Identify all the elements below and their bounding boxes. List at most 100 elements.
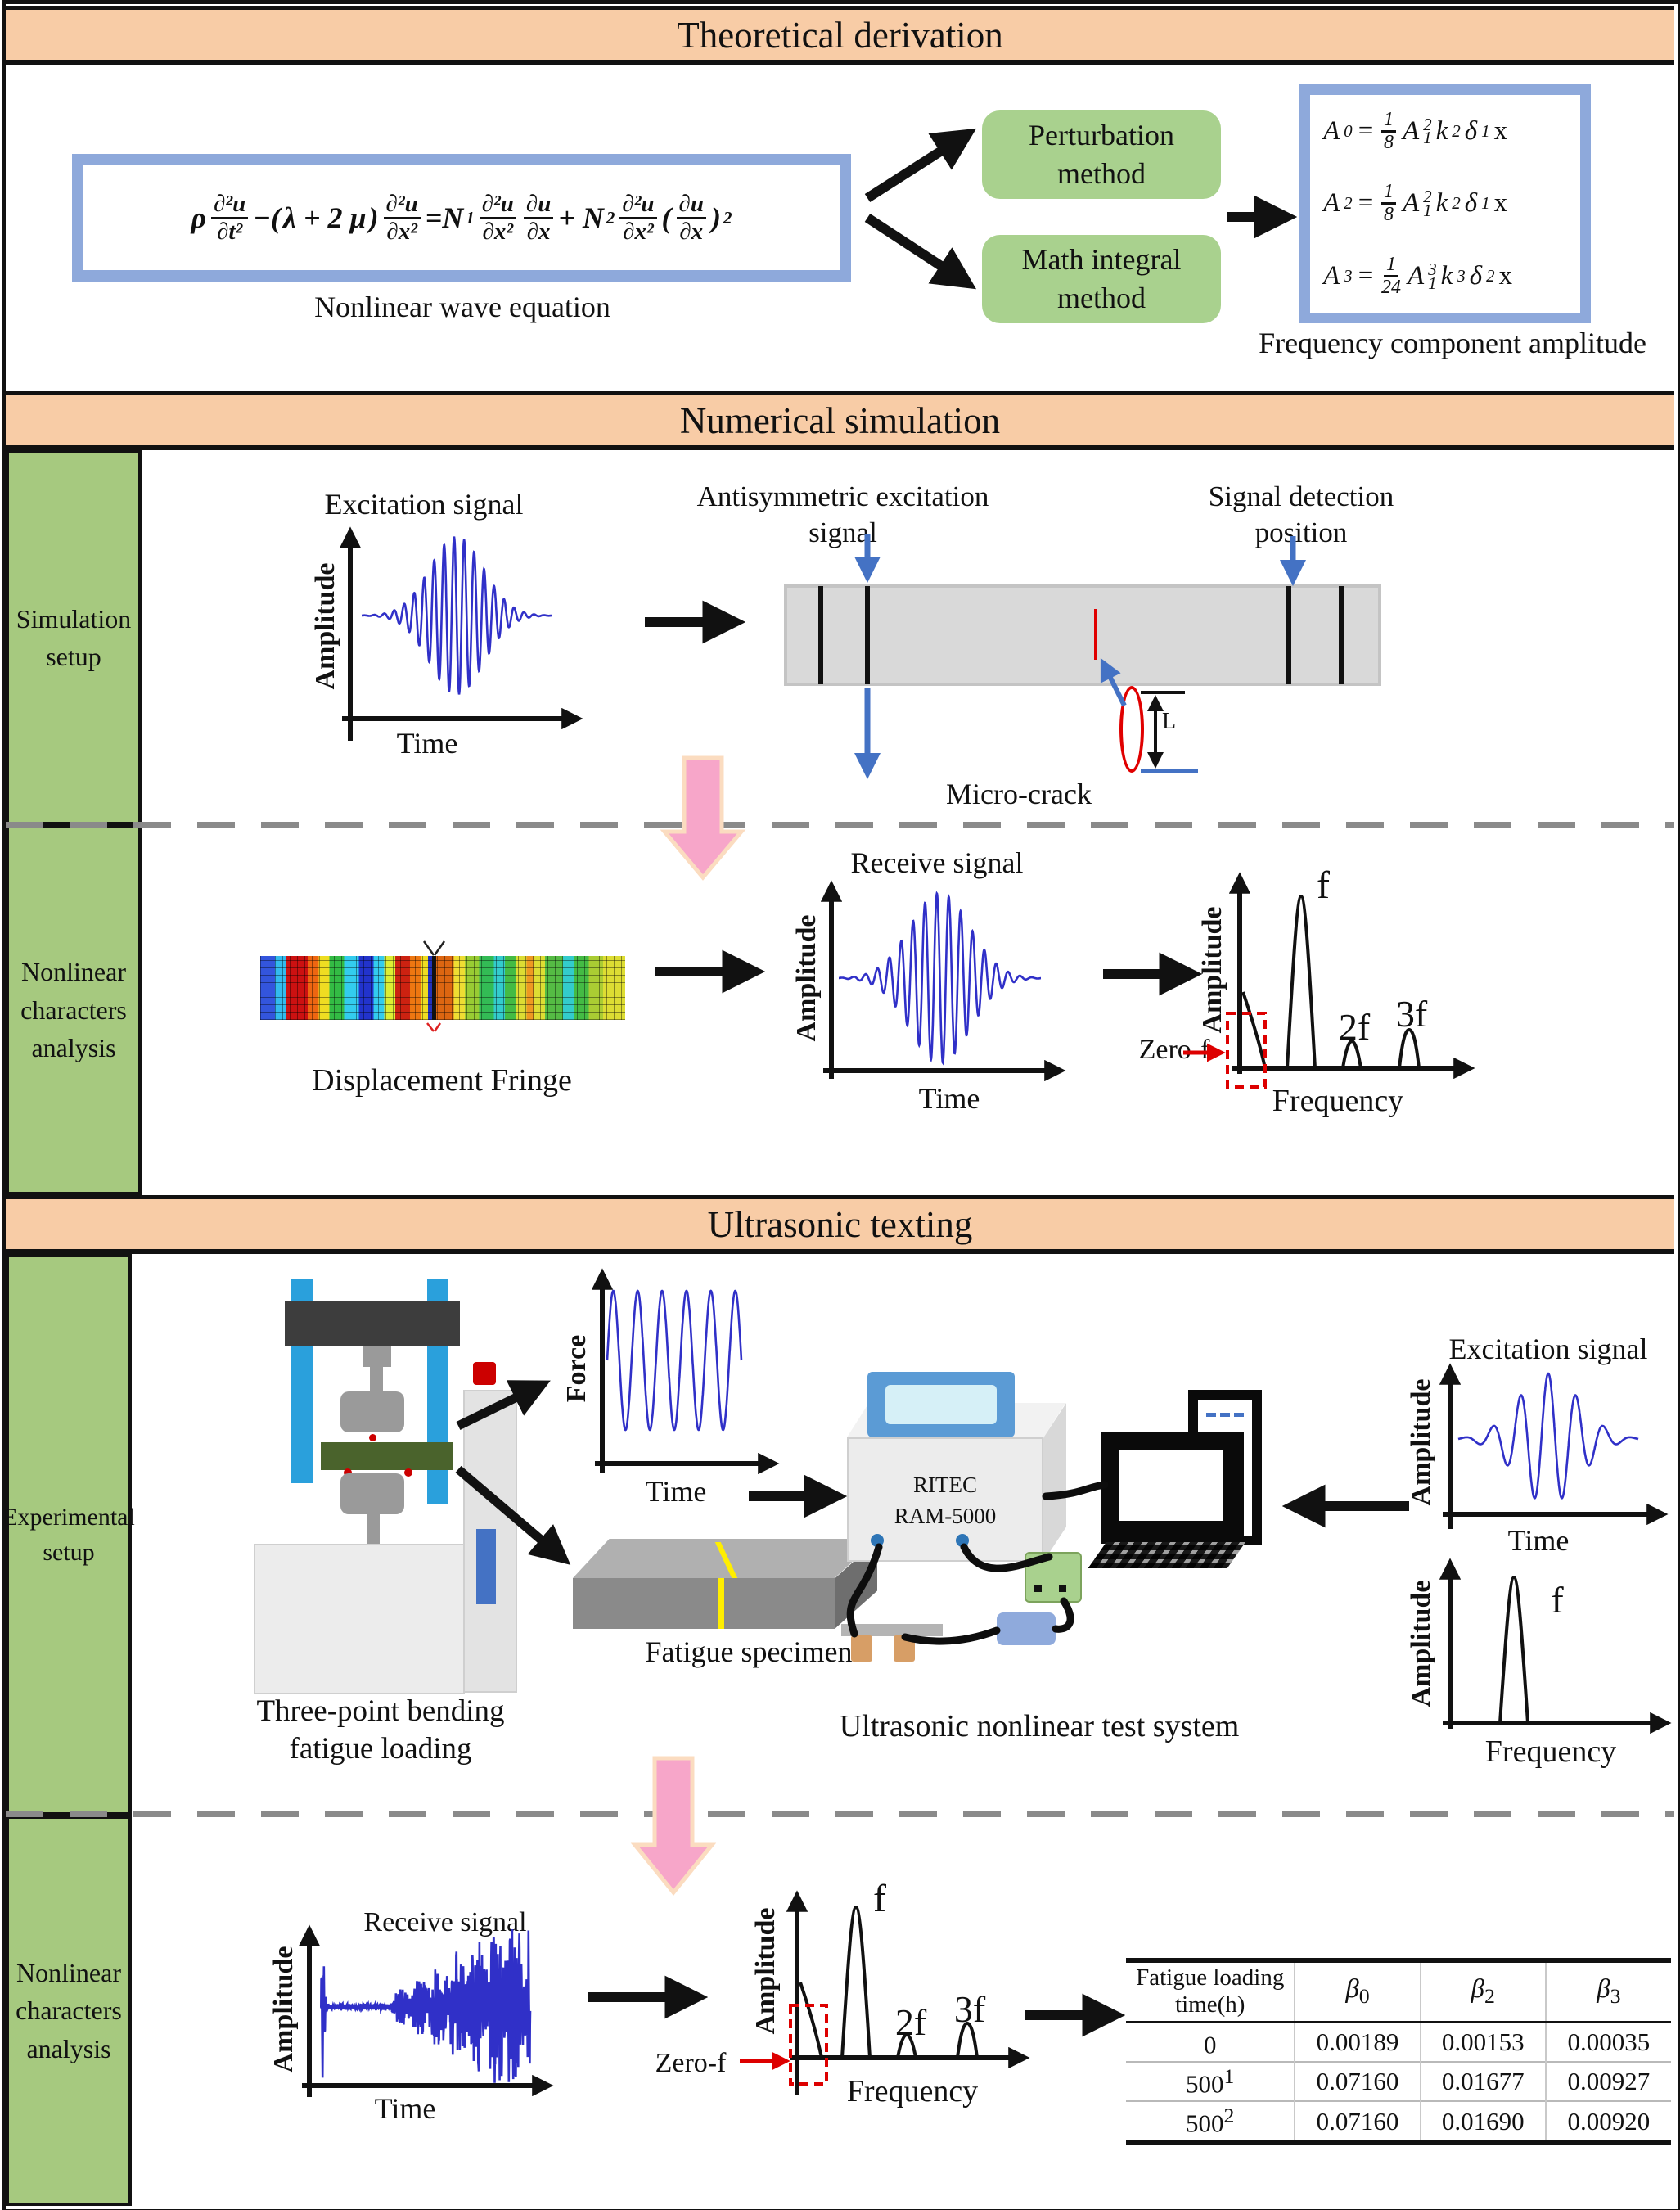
method-label: Perturbation method	[1029, 119, 1174, 190]
exp-receive-ylabel: Amplitude	[268, 1946, 299, 2073]
force-ylabel: Force	[561, 1334, 592, 1403]
micro-crack-line	[1094, 609, 1097, 660]
machine-base	[254, 1544, 465, 1694]
beam-line-1	[818, 586, 823, 684]
keyboard	[1088, 1542, 1245, 1568]
specimen-dot-right	[404, 1468, 412, 1477]
machine-crossbar	[285, 1301, 460, 1346]
method-label: Math integral method	[1021, 243, 1182, 314]
table-header-time: Fatigue loading time(h)	[1126, 1960, 1295, 2023]
transducer-green	[1025, 1552, 1082, 1603]
monitor-screen	[1119, 1450, 1223, 1521]
num-excitation-ylabel: Amplitude	[310, 562, 340, 690]
exp-zero-f-label: Zero-f	[655, 2048, 727, 2078]
cell-time: 0	[1203, 2030, 1217, 2059]
cell-b0: 0.00189	[1294, 2022, 1421, 2063]
machine-caption-line1: Three-point bending	[256, 1694, 505, 1728]
beam-line-3	[1286, 586, 1291, 684]
section-header-ultrasonic: Ultrasonic texting	[6, 1195, 1674, 1254]
exp-excitation-xlabel: Time	[1507, 1524, 1570, 1557]
num-receive-title: Receive signal	[850, 846, 1024, 879]
beam-line-4	[1339, 586, 1344, 684]
machine-specimen	[321, 1442, 453, 1470]
table-row: 0 0.00189 0.00153 0.00035	[1126, 2022, 1671, 2063]
cell-b3: 0.00035	[1544, 2022, 1671, 2063]
machine-cylinder-upper	[340, 1391, 404, 1432]
table-header-beta0: β0	[1294, 1960, 1421, 2023]
num-peak-3f-label: 3f	[1395, 993, 1428, 1035]
exp-receive-title: Receive signal	[363, 1907, 527, 1937]
ritec-port-right	[956, 1534, 969, 1547]
cell-b3: 0.00920	[1544, 2100, 1671, 2143]
table-header-beta2: β2	[1419, 1960, 1546, 2023]
beam-line-2	[865, 586, 870, 684]
ritec-screen	[885, 1385, 997, 1424]
num-excitation-title: Excitation signal	[324, 488, 524, 521]
section-title: Theoretical derivation	[677, 14, 1003, 56]
sidebar-label: Simulation setup	[16, 603, 132, 671]
exp-small-f-label: f	[1551, 1579, 1564, 1621]
fatigue-specimens-caption: Fatigue specimens	[645, 1635, 864, 1668]
table-row: 5001 0.07160 0.01677 0.00927	[1126, 2061, 1671, 2102]
clamp-right	[894, 1635, 915, 1662]
cell-b3: 0.00927	[1544, 2061, 1671, 2102]
exp-peak-3f-label: 3f	[953, 1988, 986, 2030]
beam-detection-label: Signal detection position	[1208, 480, 1394, 548]
dashed-divider-ultrasonic	[6, 1811, 1674, 1817]
machine-red-knob	[473, 1362, 496, 1385]
ritec-port-left	[871, 1534, 884, 1547]
sidebar-label: Experimental setup	[2, 1503, 135, 1567]
exp-spectrum-small-ylabel: Amplitude	[1406, 1580, 1436, 1707]
section-title: Ultrasonic texting	[707, 1203, 973, 1245]
exp-excitation-title: Excitation signal	[1448, 1333, 1648, 1365]
pc-tower-led3	[1234, 1413, 1244, 1417]
table-row: 5002 0.07160 0.01690 0.00920	[1126, 2100, 1671, 2143]
exp-spectrum-xlabel: Frequency	[846, 2074, 979, 2109]
machine-rod-upper	[370, 1367, 383, 1393]
num-spectrum-xlabel: Frequency	[1272, 1084, 1404, 1118]
fatigue-specimen-front	[573, 1578, 835, 1629]
sidebar-ultrasonic-analysis: Nonlinear characters analysis	[6, 1815, 132, 2206]
machine-caption-line2: fatigue loading	[289, 1732, 472, 1766]
num-receive-xlabel: Time	[918, 1082, 980, 1115]
displacement-fringe	[260, 956, 625, 1020]
specimen-dot-left	[344, 1468, 352, 1477]
specimen-crack-band-front	[718, 1578, 724, 1629]
sidebar-numerical-analysis: Nonlinear characters analysis	[6, 825, 142, 1195]
table-header-row: Fatigue loading time(h) β0 β2 β3	[1126, 1960, 1671, 2023]
ritec-brand: RITEC	[913, 1473, 977, 1497]
test-specimen-bar	[841, 1624, 943, 1636]
fringe-caption: Displacement Fringe	[312, 1063, 572, 1098]
coupler-blue	[997, 1612, 1056, 1645]
cell-b0: 0.07160	[1294, 2061, 1421, 2102]
system-caption: Ultrasonic nonlinear test system	[839, 1709, 1240, 1743]
sidebar-label: Nonlinear characters analysis	[20, 957, 127, 1063]
exp-peak-f-label: f	[873, 1877, 886, 1920]
sidebar-simulation-setup: Simulation setup	[6, 450, 142, 825]
pc-tower-led2	[1220, 1413, 1230, 1417]
table-header-beta3: β3	[1544, 1960, 1671, 2023]
exp-spectrum-small-xlabel: Frequency	[1484, 1734, 1617, 1769]
section-header-theoretical: Theoretical derivation	[6, 6, 1674, 65]
micro-crack-ellipse	[1119, 686, 1144, 773]
cell-b2: 0.01677	[1419, 2061, 1546, 2102]
cell-b2: 0.01690	[1419, 2100, 1546, 2143]
machine-caption: Three-point bending fatigue loading	[188, 1693, 573, 1769]
machine-tower-stripe	[476, 1529, 496, 1604]
num-peak-2f-label: 2f	[1338, 1006, 1371, 1048]
dashed-divider-numerical	[6, 822, 1674, 828]
num-receive-ylabel: Amplitude	[791, 914, 822, 1042]
machine-contact-dot	[369, 1434, 376, 1441]
force-xlabel: Time	[645, 1475, 707, 1508]
cell-b2: 0.00153	[1419, 2022, 1546, 2063]
machine-rod-lower	[367, 1514, 380, 1544]
num-zero-f-label: Zero-f	[1138, 1035, 1210, 1065]
wave-equation-caption: Nonlinear wave equation	[314, 291, 610, 323]
transducer-green-dot1	[1034, 1585, 1042, 1592]
sidebar-label: Nonlinear characters analysis	[16, 1957, 122, 2063]
